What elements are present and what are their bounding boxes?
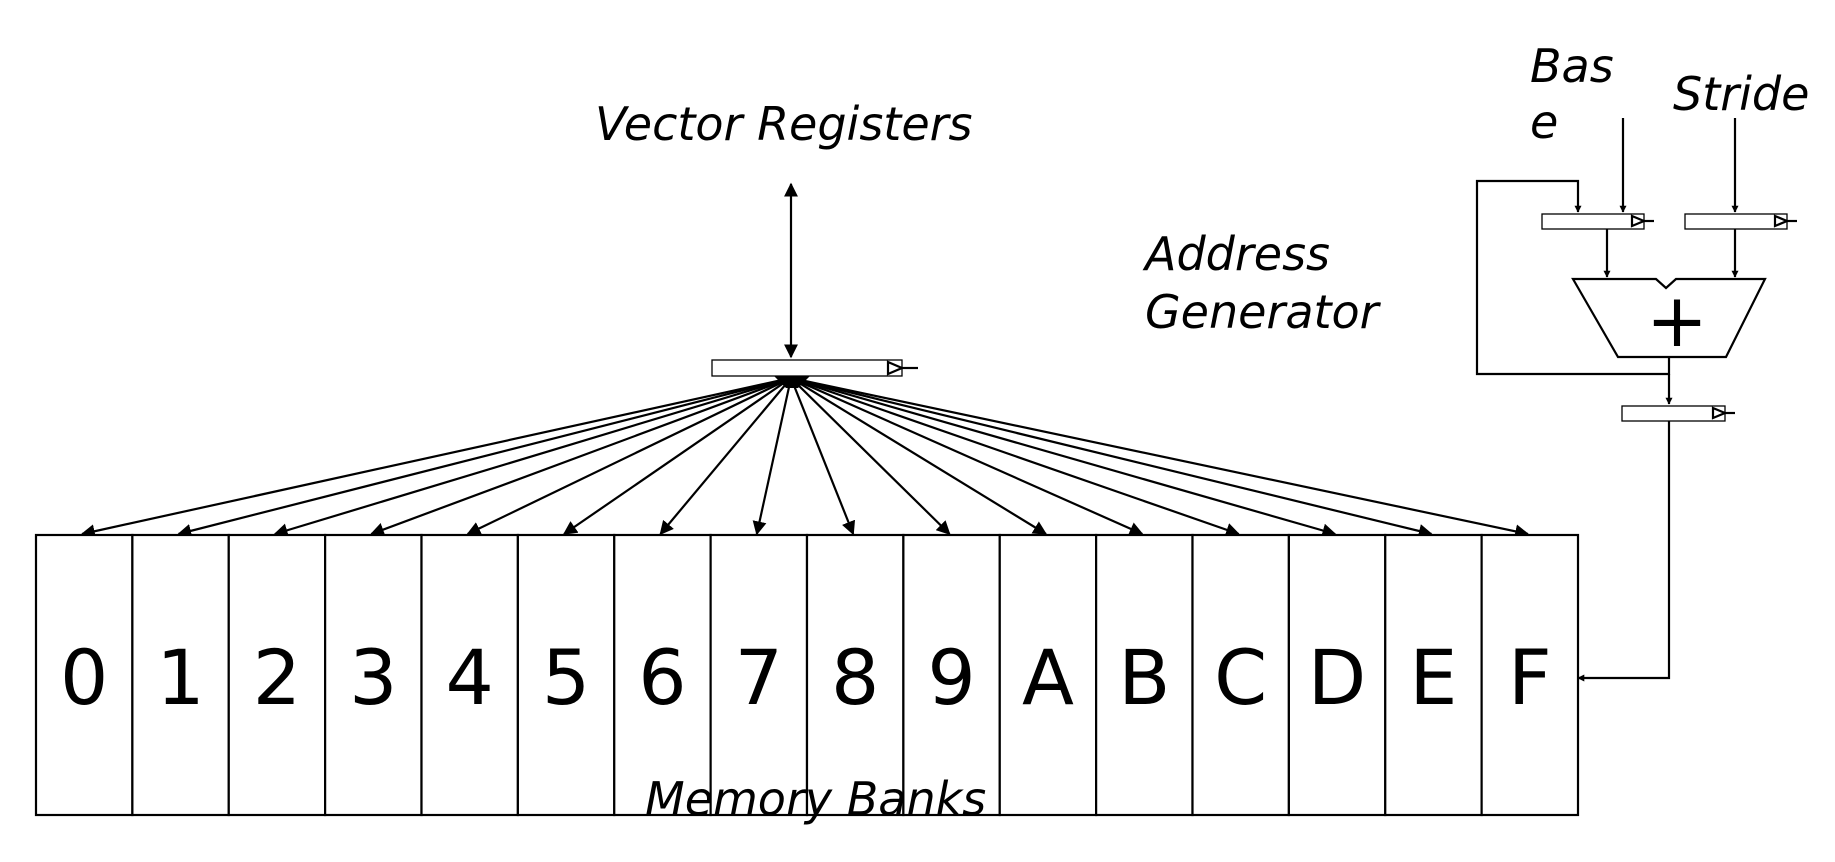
memory-bank-box	[420, 533, 519, 817]
memory-bank-box	[1287, 533, 1387, 817]
memory-bank-3: 3	[324, 533, 423, 817]
memory-banks-label: Memory Banks	[645, 772, 986, 826]
memory-bank-label: 1	[156, 633, 204, 722]
address-register	[1621, 405, 1735, 422]
memory-bank-f: F	[1480, 533, 1580, 817]
memory-bank-b: B	[1095, 533, 1194, 817]
memory-bank-box	[324, 533, 423, 817]
fan-junction	[774, 376, 810, 388]
bank-arrow-a	[790, 377, 1048, 535]
memory-bank-box	[1384, 533, 1483, 817]
bank-arrow-4	[466, 377, 792, 535]
memory-bank-box	[1191, 533, 1290, 817]
memory-bank-label: 6	[638, 633, 686, 722]
bank-arrow-d	[790, 376, 1337, 538]
base-register	[1541, 213, 1654, 230]
bank-arrow-c	[790, 376, 1241, 537]
bank-arrow-b	[790, 376, 1144, 536]
memory-bank-box	[805, 533, 905, 817]
bank-arrow-f	[790, 376, 1530, 539]
memory-bank-4: 4	[420, 533, 519, 817]
memory-bank-c: C	[1191, 533, 1290, 817]
memory-bank-label: 3	[349, 633, 397, 722]
memory-bank-label: 4	[446, 633, 494, 722]
memory-bank-6: 6	[613, 533, 712, 817]
bank-arrow-0	[80, 376, 792, 539]
bank-arrow-6	[659, 377, 792, 536]
memory-bank-label: 7	[735, 633, 783, 722]
memory-bank-0: 0	[34, 533, 134, 817]
bank-arrow-5	[562, 377, 792, 535]
memory-bank-d: D	[1287, 533, 1387, 817]
memory-bank-label: 8	[831, 633, 879, 722]
address-generator-label-line2: Generator	[1145, 285, 1382, 339]
memory-bank-7: 7	[709, 533, 809, 817]
adder-plus-symbol: +	[1646, 278, 1708, 364]
memory-bank-label: A	[1022, 633, 1074, 722]
memory-bank-label: 5	[542, 633, 590, 722]
address-to-banks-arrow	[1577, 421, 1671, 682]
memory-bank-box	[131, 533, 230, 817]
memory-bank-2: 2	[227, 533, 327, 817]
memory-bank-label: F	[1508, 633, 1552, 722]
memory-bank-box	[227, 533, 327, 817]
bank-arrow-8	[789, 377, 856, 536]
stride-register	[1684, 213, 1797, 230]
memory-bank-box	[1095, 533, 1194, 817]
memory-bank-box	[998, 533, 1098, 817]
memory-bank-a: A	[998, 533, 1098, 817]
bank-arrow-3	[370, 376, 792, 537]
memory-bank-5: 5	[516, 533, 616, 817]
bank-fanout-arrows	[80, 376, 1530, 539]
memory-bank-label: 2	[253, 633, 301, 722]
memory-bank-label: B	[1118, 633, 1170, 722]
memory-bank-8: 8	[805, 533, 905, 817]
feedback-loop	[1475, 179, 1671, 376]
memory-bank-label: D	[1308, 633, 1367, 722]
memory-bank-label: 9	[927, 633, 975, 722]
base-label-line2: e	[1530, 95, 1558, 149]
memory-bank-label: C	[1214, 633, 1267, 722]
memory-bank-box	[709, 533, 809, 817]
bank-arrow-7	[752, 377, 793, 536]
bank-arrow-e	[790, 376, 1433, 538]
bank-arrow-9	[790, 377, 951, 535]
address-generator-label-line1: Address	[1142, 227, 1330, 281]
memory-bank-9: 9	[902, 533, 1001, 817]
memory-bank-label: 0	[60, 633, 108, 722]
memory-bank-label: E	[1409, 633, 1457, 722]
memory-bank-e: E	[1384, 533, 1483, 817]
memory-bank-box	[613, 533, 712, 817]
stride-label: Stride	[1673, 67, 1809, 121]
memory-bank-1: 1	[131, 533, 230, 817]
memory-bank-box	[34, 533, 134, 817]
base-label-line1: Bas	[1530, 39, 1614, 93]
memory-bank-box	[902, 533, 1001, 817]
bank-arrow-1	[177, 376, 792, 538]
adder: +	[1571, 277, 1767, 364]
data-register	[711, 359, 918, 377]
memory-bank-box	[516, 533, 616, 817]
vector-registers-label: Vector Registers	[595, 97, 973, 151]
bank-arrow-2	[273, 376, 792, 538]
